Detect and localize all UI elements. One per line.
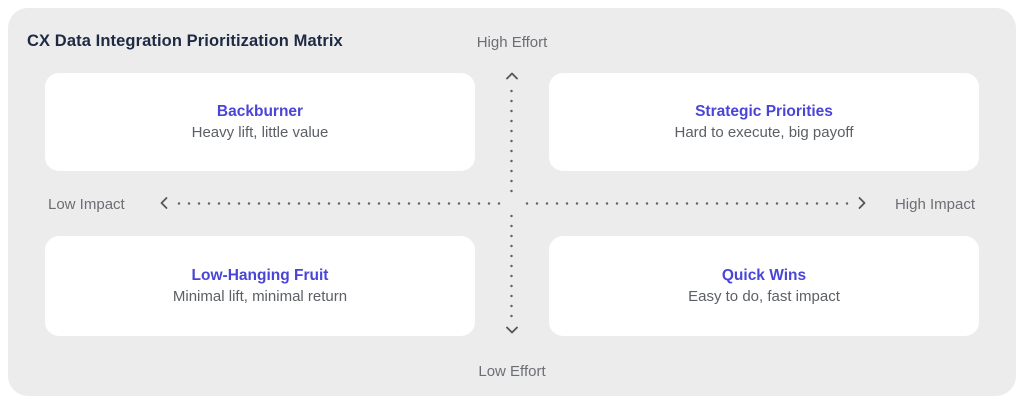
axis-label-low-impact: Low Impact [48, 196, 125, 213]
vertical-axis-line-upper [510, 86, 513, 196]
quadrant-subtitle: Heavy lift, little value [191, 124, 329, 141]
quadrant-card-quick-wins: Quick Wins Easy to do, fast impact [549, 236, 979, 336]
quadrant-card-low-hanging-fruit: Low-Hanging Fruit Minimal lift, minimal … [45, 236, 475, 336]
quadrant-title: Backburner [216, 103, 304, 120]
quadrant-title: Strategic Priorities [695, 103, 833, 120]
axis-label-high-effort: High Effort [476, 34, 548, 51]
quadrant-card-strategic-priorities: Strategic Priorities Hard to execute, bi… [549, 73, 979, 171]
quadrant-subtitle: Minimal lift, minimal return [172, 288, 348, 305]
quadrant-title: Low-Hanging Fruit [191, 267, 329, 284]
chevron-right-icon [854, 195, 870, 211]
axis-label-high-impact: High Impact [894, 196, 975, 213]
horizontal-axis-line-left [176, 202, 502, 205]
chevron-down-icon [504, 322, 520, 338]
vertical-axis-line-lower [510, 212, 513, 320]
chevron-up-icon [504, 68, 520, 84]
quadrant-title: Quick Wins [721, 267, 807, 284]
quadrant-card-backburner: Backburner Heavy lift, little value [45, 73, 475, 171]
horizontal-axis-line-right [522, 202, 852, 205]
page-title: CX Data Integration Prioritization Matri… [27, 32, 343, 50]
quadrant-subtitle: Hard to execute, big payoff [674, 124, 854, 141]
axis-label-low-effort: Low Effort [478, 363, 546, 380]
chevron-left-icon [156, 195, 172, 211]
quadrant-subtitle: Easy to do, fast impact [688, 288, 840, 305]
